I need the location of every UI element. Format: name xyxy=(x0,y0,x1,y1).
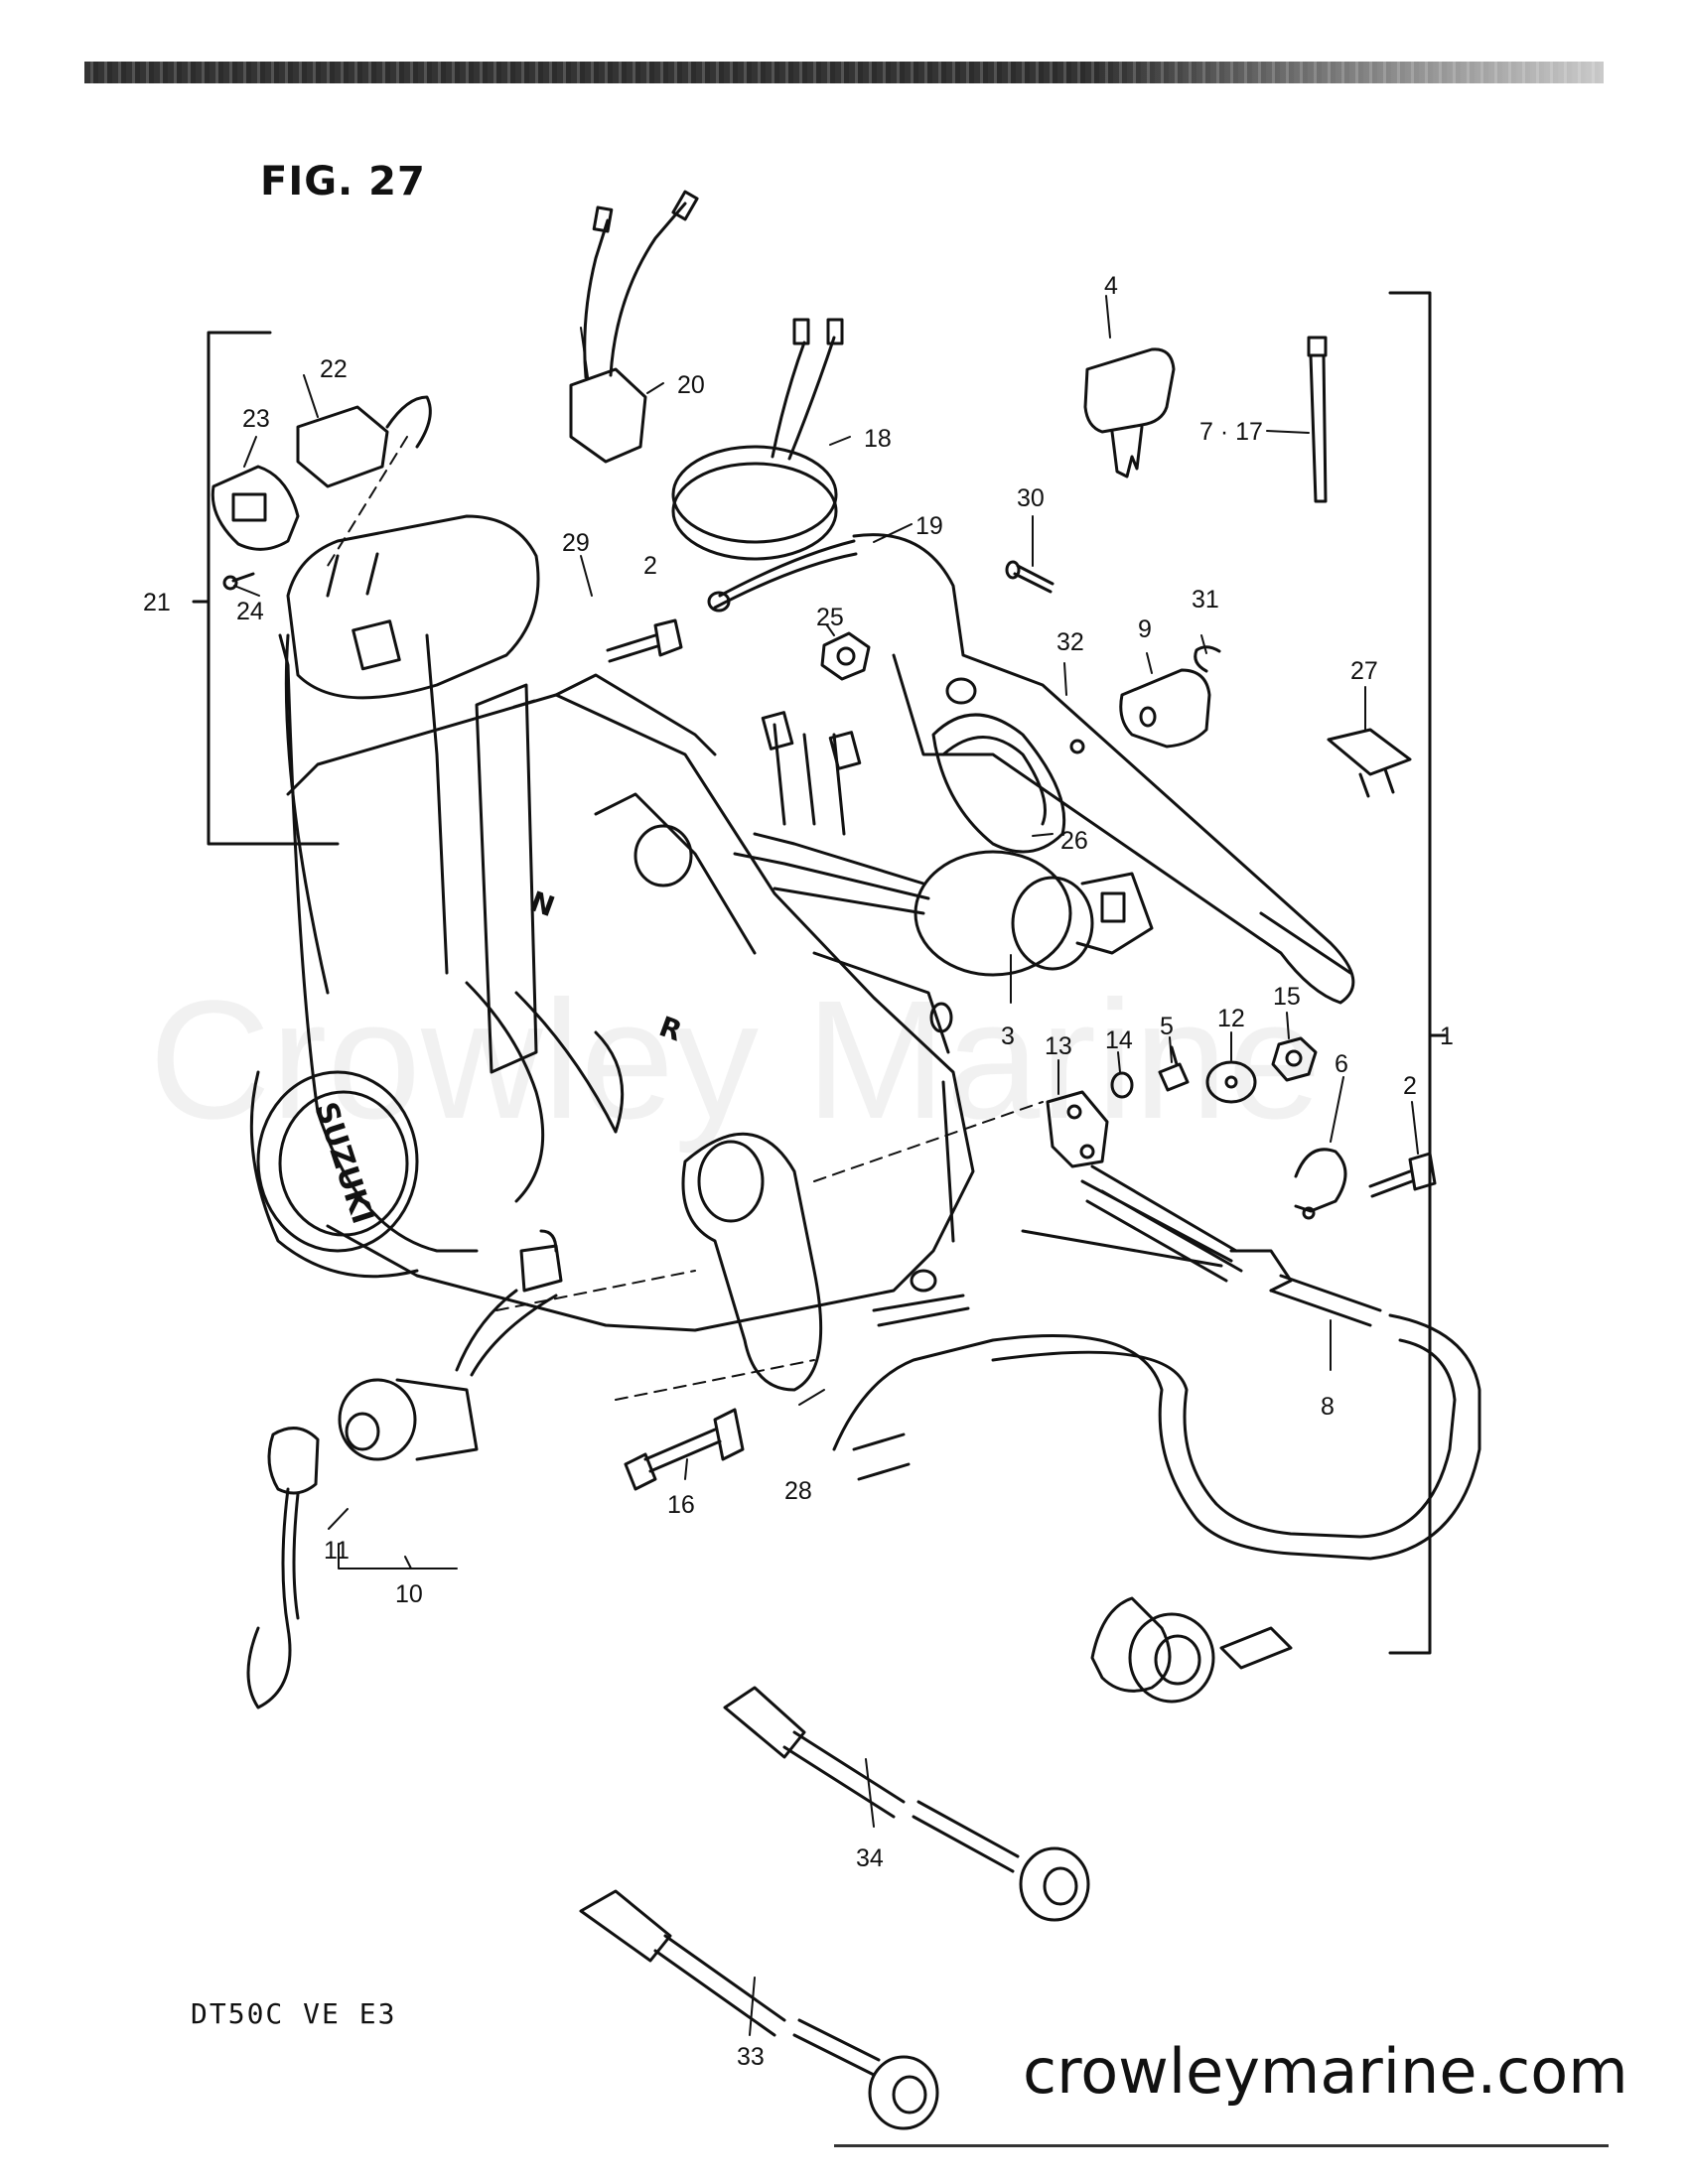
part-8-harness xyxy=(832,1164,1481,1704)
part-32-bracket-arm xyxy=(852,533,1355,1005)
bracket-21 xyxy=(192,331,340,846)
part-14-washer xyxy=(1110,1071,1134,1099)
part-31-ring xyxy=(1194,645,1221,673)
callout-3: 3 xyxy=(1001,1023,1015,1050)
callout-1: 1 xyxy=(1440,1023,1454,1050)
callout-10: 10 xyxy=(395,1580,423,1608)
callout-11: 11 xyxy=(324,1537,350,1565)
part-25-nut xyxy=(820,631,871,681)
callout-20: 20 xyxy=(677,371,705,399)
callout-5: 5 xyxy=(1160,1013,1174,1040)
control-box-housing xyxy=(286,673,975,1332)
part-10-stop-switch xyxy=(338,1229,563,1461)
watermark: Crowley Marine xyxy=(149,966,1322,1155)
callout-16: 16 xyxy=(667,1491,695,1519)
callout-18: 18 xyxy=(864,425,892,453)
suzuki-emblem: SUZUKI xyxy=(308,1098,379,1228)
callout-29: 29 xyxy=(562,529,590,557)
callout-9: 9 xyxy=(1138,615,1152,643)
part-33-harness xyxy=(579,1889,939,2130)
callout-2-top: 2 xyxy=(643,552,657,580)
part-26-ring xyxy=(931,713,1066,854)
callout-21: 21 xyxy=(143,589,171,616)
part-20-connector xyxy=(569,190,699,464)
part-13-plate xyxy=(1046,1090,1109,1168)
bottom-rule xyxy=(834,2144,1609,2147)
callout-14: 14 xyxy=(1105,1026,1133,1054)
bracket-1 xyxy=(1388,291,1447,1655)
part-9-plug xyxy=(1119,668,1211,749)
part-23-plate xyxy=(211,465,300,551)
part-22-switch xyxy=(296,395,432,488)
leader-lines xyxy=(233,295,1419,2036)
part-27-bracket xyxy=(1327,728,1412,798)
callout-26: 26 xyxy=(1060,827,1088,855)
part-5-screw xyxy=(1158,1045,1190,1092)
callout-2-right: 2 xyxy=(1403,1072,1417,1100)
part-2-screw-top xyxy=(606,618,683,663)
callout-8: 8 xyxy=(1321,1393,1335,1421)
callout-25: 25 xyxy=(816,604,844,631)
part-28-lever xyxy=(681,1132,823,1392)
part-24-screw xyxy=(222,572,255,591)
callout-6: 6 xyxy=(1335,1050,1348,1078)
callout-33: 33 xyxy=(737,2043,765,2071)
callout-32: 32 xyxy=(1056,628,1084,656)
part-2-screw-right xyxy=(1368,1152,1437,1198)
part-30-pin xyxy=(1005,560,1055,594)
part-29-strip xyxy=(475,683,538,1074)
header-scan-fade xyxy=(1092,58,1609,87)
part-18-grommet xyxy=(671,318,844,561)
throttle-handle xyxy=(249,514,540,1279)
callout-34: 34 xyxy=(856,1844,884,1872)
callout-22: 22 xyxy=(320,355,348,383)
figure-title: FIG. 27 xyxy=(260,159,426,205)
part-15-nut xyxy=(1271,1036,1318,1082)
callout-4: 4 xyxy=(1104,272,1118,300)
part-6-clamp xyxy=(1294,1148,1347,1220)
callout-12: 12 xyxy=(1217,1005,1245,1032)
callout-27: 27 xyxy=(1350,657,1378,685)
reverse-marking: R xyxy=(655,1010,687,1047)
model-code: DT50C VE E3 xyxy=(191,1997,397,2030)
callout-13: 13 xyxy=(1045,1032,1072,1060)
callout-15: 15 xyxy=(1273,983,1301,1011)
callout-30: 30 xyxy=(1017,484,1045,512)
callout-28: 28 xyxy=(784,1477,812,1505)
part-16-bolt xyxy=(624,1408,745,1491)
guide-lines xyxy=(327,436,1044,1401)
callouts: 1 2 2 3 4 5 6 7 · 17 8 9 10 11 12 13 14 … xyxy=(143,272,1454,2071)
part-3-ignition-switch xyxy=(733,711,1154,977)
callout-24: 24 xyxy=(236,598,264,625)
part-4-key xyxy=(1083,347,1176,478)
part-7-17-tie xyxy=(1307,336,1328,503)
callout-31: 31 xyxy=(1192,586,1219,614)
part-19-cable xyxy=(707,539,858,613)
part-34-harness xyxy=(723,1686,1090,1922)
callout-19: 19 xyxy=(915,512,943,540)
callout-7-17: 7 · 17 xyxy=(1199,418,1263,446)
website-url[interactable]: crowleymarine.com xyxy=(1023,2035,1628,2108)
part-12-washer xyxy=(1205,1060,1257,1104)
part-11-clip-lanyard xyxy=(246,1427,320,1709)
callout-23: 23 xyxy=(242,405,270,433)
